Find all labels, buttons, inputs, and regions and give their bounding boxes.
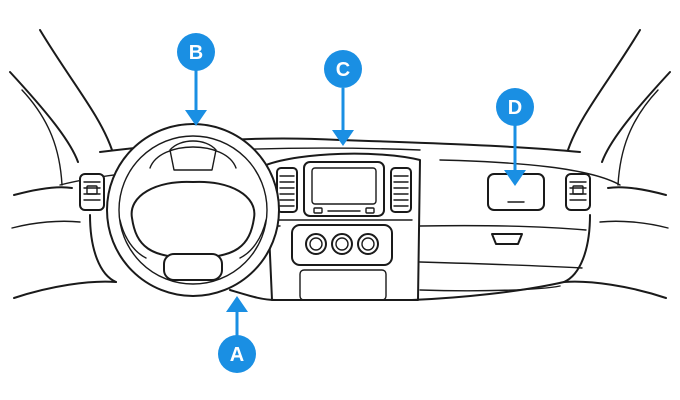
steering-wheel [106, 123, 280, 297]
callout-d-label: D [508, 97, 522, 119]
callout-d-arrow [504, 124, 526, 186]
callout-c-badge: C [324, 50, 362, 88]
callout-b-label: B [189, 42, 203, 64]
infotainment-screen [303, 161, 385, 217]
center-vent-right [390, 167, 412, 213]
left-air-vent [79, 173, 105, 211]
callout-a-arrow [226, 296, 248, 336]
left-door-panel [11, 186, 117, 299]
callout-b-badge: B [177, 33, 215, 71]
callout-b-arrow [185, 70, 207, 126]
climate-knobs [305, 233, 379, 255]
callout-c-label: C [336, 59, 350, 81]
callout-a-label: A [230, 344, 244, 366]
left-a-pillar [9, 29, 113, 186]
glovebox-handle [491, 233, 523, 245]
callout-d-badge: D [496, 88, 534, 126]
callout-a-badge: A [218, 335, 256, 373]
right-door-panel [563, 186, 669, 299]
callout-c-arrow [332, 88, 354, 146]
right-a-pillar [567, 29, 671, 186]
center-vent-left [276, 167, 298, 213]
right-air-vent [565, 173, 591, 211]
